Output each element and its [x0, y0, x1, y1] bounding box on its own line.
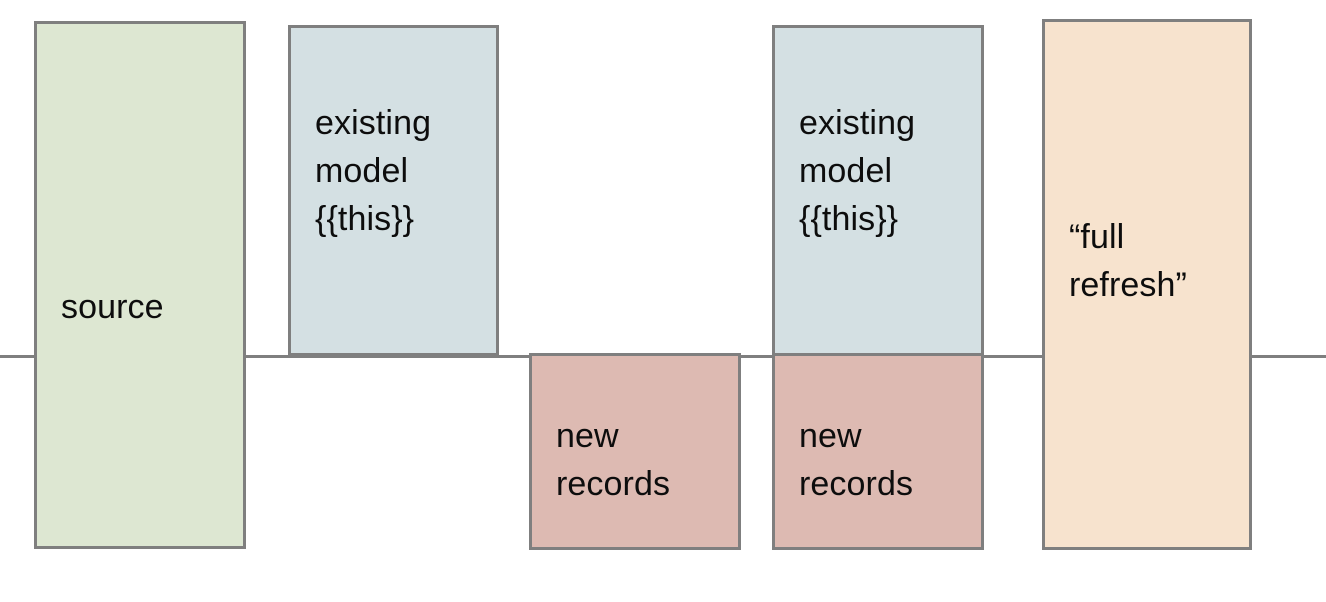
box-existing-model-left-label: existing model {{this}}: [315, 103, 432, 238]
box-full-refresh-label: “full refresh”: [1069, 217, 1187, 304]
box-new-records-left-label: new records: [556, 416, 671, 503]
box-new-records-left[interactable]: new records: [529, 353, 741, 550]
box-full-refresh[interactable]: “full refresh”: [1042, 19, 1252, 550]
box-new-records-right[interactable]: new records: [772, 353, 984, 550]
box-source-label: source: [61, 288, 164, 326]
box-new-records-right-label: new records: [799, 416, 914, 503]
box-existing-model-right-label: existing model {{this}}: [799, 103, 916, 238]
box-existing-model-right[interactable]: existing model {{this}}: [772, 25, 984, 356]
box-source[interactable]: source: [34, 21, 246, 549]
box-existing-model-left[interactable]: existing model {{this}}: [288, 25, 499, 356]
